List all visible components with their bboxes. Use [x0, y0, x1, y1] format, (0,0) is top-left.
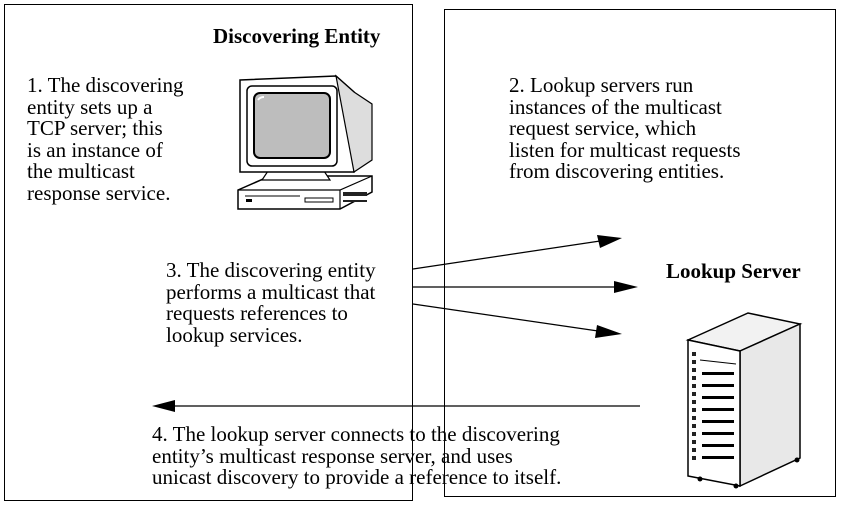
lookup-server-title: Lookup Server: [666, 259, 801, 283]
step1-line: response service.: [27, 180, 171, 205]
step1-line: is an instance of: [27, 137, 163, 162]
step4-line: unicast discovery to provide a reference…: [152, 465, 562, 489]
step4-text: 4. The lookup server connects to the dis…: [152, 422, 562, 489]
step3-line: lookup services.: [166, 322, 303, 347]
desktop-computer-icon: [237, 74, 373, 210]
multicast-arrows: [412, 235, 638, 338]
step3-line: performs a multicast that: [166, 279, 376, 304]
step4-line: entity’s multicast response server, and …: [152, 443, 513, 468]
step2-line: request service, which: [509, 116, 697, 140]
lookup-server-box: [444, 9, 836, 497]
step2-line: instances of the multicast: [509, 94, 722, 119]
step1-line: 1. The discovering: [27, 73, 184, 97]
step3-line: 3. The discovering entity: [166, 258, 376, 282]
tower-server-icon: [685, 312, 803, 489]
step2-line: listen for multicast requests: [509, 137, 741, 162]
step2-text: 2. Lookup servers run instances of the m…: [509, 73, 741, 183]
step3-text: 3. The discovering entity performs a mul…: [166, 258, 376, 347]
step1-line: the multicast: [27, 159, 135, 183]
multicast-arrow-up: [412, 240, 601, 270]
step4-line: 4. The lookup server connects to the dis…: [152, 422, 560, 446]
step2-line: from discovering entities.: [509, 159, 725, 183]
step2-line: 2. Lookup servers run: [509, 73, 694, 97]
discovering-entity-box: [4, 4, 413, 501]
discovering-entity-title: Discovering Entity: [213, 24, 381, 48]
step1-text: 1. The discovering entity sets up a TCP …: [27, 73, 184, 205]
step1-line: entity sets up a: [27, 94, 153, 119]
unicast-response-arrow: [152, 400, 640, 412]
step1-line: TCP server; this: [27, 116, 163, 140]
step3-line: requests references to: [166, 301, 348, 325]
multicast-arrow-down: [412, 303, 599, 332]
